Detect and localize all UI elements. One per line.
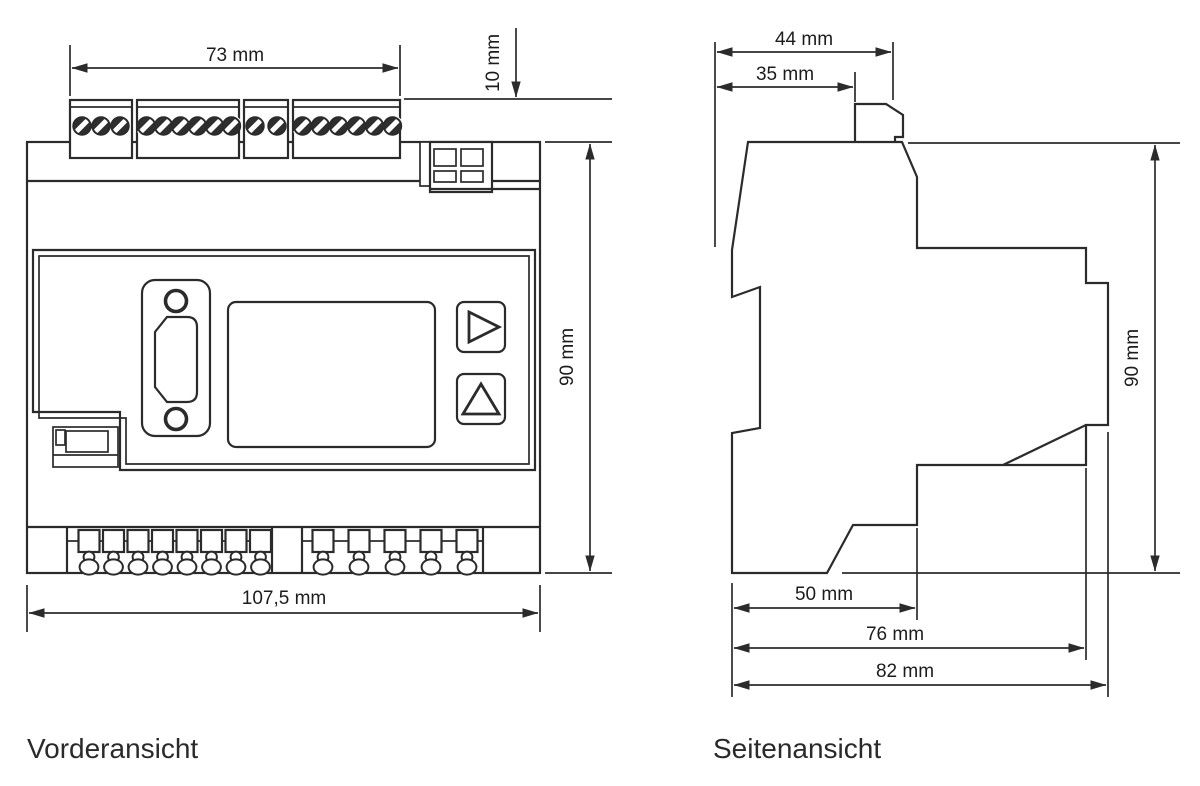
service-jack-icon	[52, 426, 119, 468]
din-rail-clip	[853, 102, 905, 142]
dim-label-50mm: 50 mm	[795, 584, 853, 605]
up-triangle-icon	[460, 381, 502, 416]
dim-rail-width: 35 mm	[716, 64, 856, 102]
dim-label-73mm: 73 mm	[206, 45, 264, 66]
dim-depth-total: 82 mm	[733, 432, 1109, 697]
dim-label-82mm: 82 mm	[876, 661, 934, 682]
terminal-block-2	[137, 98, 240, 160]
dim-label-76mm: 76 mm	[866, 624, 924, 645]
next-button	[455, 300, 507, 354]
dim-depth-rail: 50 mm	[731, 528, 918, 697]
dim-label-10mm: 10 mm	[483, 34, 504, 92]
bottom-terminals-right	[311, 528, 479, 576]
front-view: 73 mm 10 mm 90 mm 107,5 mm Vorderansicht	[25, 28, 612, 764]
dim-label-35mm: 35 mm	[756, 64, 814, 85]
front-panel-outer	[31, 248, 537, 472]
front-panel-inner	[38, 255, 530, 465]
front-body-outline	[25, 140, 542, 575]
dim-terminal-width: 73 mm	[69, 45, 401, 96]
dim-side-top-width: 44 mm	[714, 29, 894, 247]
chamfer-edge-line	[1002, 424, 1087, 466]
terminal-block-4	[293, 98, 401, 160]
dim-label-107-5mm: 107,5 mm	[242, 588, 326, 609]
side-view-caption: Seitenansicht	[713, 733, 881, 764]
dim-front-height: 90 mm	[545, 141, 612, 574]
dim-side-height: 90 mm	[842, 142, 1180, 574]
terminal-block-1	[68, 98, 134, 160]
dim-depth-body: 76 mm	[733, 468, 1087, 660]
top-terminal-blocks	[68, 98, 401, 160]
dim-label-44mm: 44 mm	[775, 29, 833, 50]
up-button	[455, 372, 507, 426]
front-view-caption: Vorderansicht	[27, 733, 198, 764]
bottom-terminal-strip	[65, 527, 485, 576]
bottom-terminals-left	[77, 528, 273, 576]
side-body-outline	[730, 140, 1110, 575]
terminal-block-3	[242, 98, 290, 160]
bus-connector	[419, 140, 540, 194]
dim-label-90mm-front: 90 mm	[557, 328, 578, 386]
right-triangle-icon	[467, 309, 503, 345]
dim-total-width: 107,5 mm	[26, 585, 541, 632]
dim-top-offset: 10 mm	[404, 28, 612, 100]
display-window	[226, 300, 437, 449]
side-view: 44 mm 35 mm 90 mm 50 mm 76 mm	[713, 29, 1180, 764]
dim-label-90mm-side: 90 mm	[1122, 329, 1143, 387]
dsub-connector-icon	[140, 278, 212, 438]
